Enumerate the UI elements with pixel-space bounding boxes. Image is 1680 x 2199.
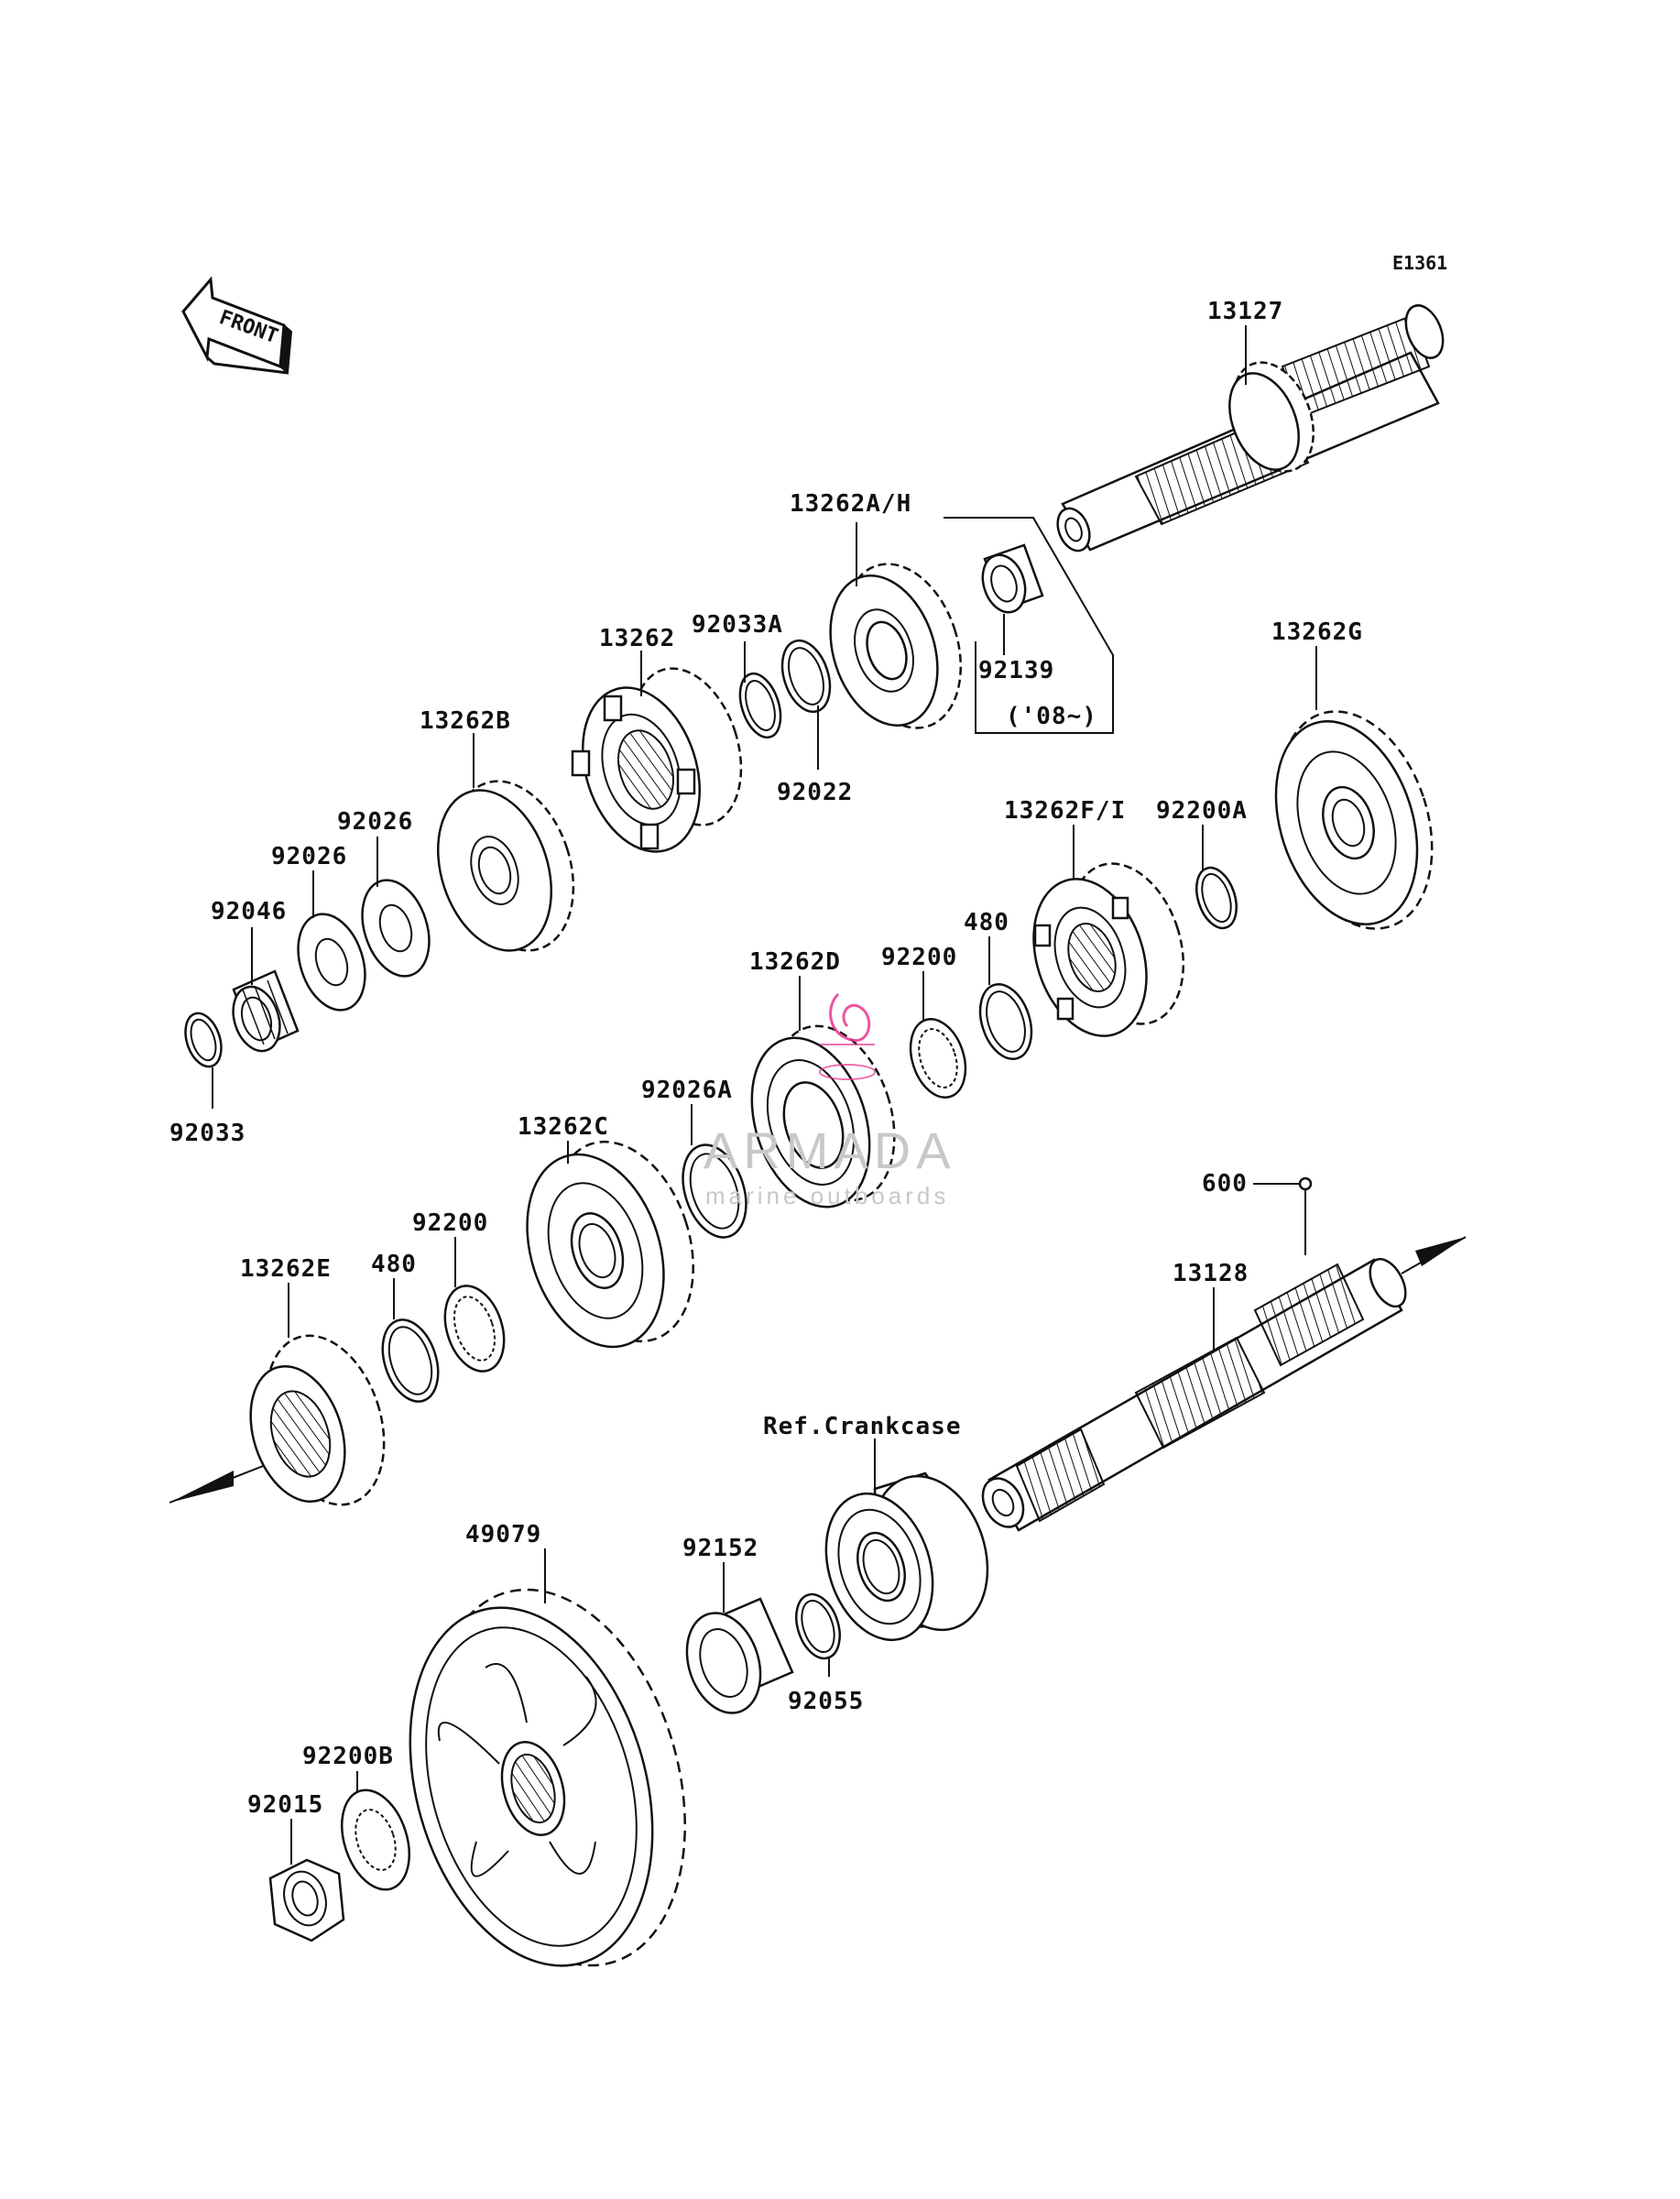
label-92022: 92022 bbox=[777, 779, 853, 806]
gear-13262e bbox=[169, 1334, 386, 1506]
washer-92026-a bbox=[361, 879, 431, 978]
label-92015: 92015 bbox=[247, 1791, 323, 1819]
gear-13262c bbox=[526, 1140, 694, 1349]
label-13262: 13262 bbox=[599, 625, 675, 652]
label-92033: 92033 bbox=[169, 1120, 245, 1147]
snap-ring-92033 bbox=[184, 1012, 223, 1068]
label-13262ah: 13262A/H bbox=[790, 490, 911, 518]
label-13262c: 13262C bbox=[518, 1113, 609, 1141]
label-92055: 92055 bbox=[788, 1688, 864, 1715]
o-ring-92055 bbox=[795, 1592, 841, 1660]
diagram-code: E1361 bbox=[1392, 252, 1447, 274]
label-49079: 49079 bbox=[465, 1521, 541, 1548]
year-note: ('08~) bbox=[1006, 703, 1097, 730]
label-92200-upper: 92200 bbox=[881, 944, 957, 971]
washer-92026a bbox=[682, 1143, 747, 1239]
upper-shaft-13127 bbox=[1056, 304, 1445, 552]
ball-bearing-crankcase bbox=[824, 1471, 989, 1642]
collar-92152 bbox=[685, 1597, 794, 1714]
ring-92033a bbox=[738, 672, 782, 739]
label-92200a: 92200A bbox=[1156, 797, 1248, 825]
label-92046: 92046 bbox=[211, 898, 287, 925]
part-labels: 13127 13262A/H 92139 13262 92033A 92022 … bbox=[169, 298, 1363, 1819]
gear-13262 bbox=[571, 667, 743, 853]
label-13262e: 13262E bbox=[240, 1255, 332, 1283]
bushing-92139 bbox=[944, 517, 1114, 734]
label-480-upper: 480 bbox=[964, 909, 1009, 936]
front-arrow-icon: FRONT bbox=[181, 276, 293, 376]
label-13127: 13127 bbox=[1207, 298, 1283, 325]
washer-92026-b bbox=[297, 913, 366, 1012]
splined-washer-92200-a bbox=[909, 1018, 967, 1099]
gear-13262b bbox=[436, 780, 575, 952]
label-92200b: 92200B bbox=[302, 1743, 394, 1770]
reference-label: Ref.Crankcase bbox=[763, 1413, 962, 1440]
gear-49079 bbox=[409, 1588, 686, 1967]
label-13262b: 13262B bbox=[420, 707, 511, 735]
label-600: 600 bbox=[1202, 1170, 1248, 1198]
watermark: ARMADA marine outboards bbox=[704, 992, 956, 1209]
washer-92200b bbox=[341, 1789, 410, 1891]
circlip-480-a bbox=[978, 983, 1033, 1060]
label-92026-upper: 92026 bbox=[337, 808, 413, 836]
bearing-92046 bbox=[232, 969, 300, 1053]
label-13262d: 13262D bbox=[749, 948, 841, 976]
label-480-lower: 480 bbox=[371, 1251, 417, 1278]
ring-92200a bbox=[1195, 866, 1238, 930]
watermark-logo-icon bbox=[819, 992, 876, 1080]
gear-13262fi bbox=[1032, 862, 1185, 1037]
nut-92015 bbox=[268, 1858, 345, 1942]
circlip-480-b bbox=[381, 1318, 440, 1403]
label-13262fi: 13262F/I bbox=[1004, 797, 1126, 825]
label-92152: 92152 bbox=[682, 1535, 758, 1562]
label-92026a: 92026A bbox=[641, 1077, 733, 1104]
label-13128: 13128 bbox=[1173, 1260, 1249, 1287]
label-92139: 92139 bbox=[978, 657, 1054, 684]
watermark-brand: ARMADA bbox=[704, 1121, 956, 1179]
gear-13262d bbox=[750, 1024, 896, 1209]
label-92200-lower: 92200 bbox=[412, 1209, 488, 1237]
label-92026-lower: 92026 bbox=[271, 843, 347, 870]
label-92033a: 92033A bbox=[692, 611, 783, 639]
leader-lines bbox=[212, 325, 1317, 1865]
ring-92022 bbox=[780, 639, 832, 714]
gear-13262ah bbox=[829, 563, 963, 729]
lower-shaft-13128 bbox=[981, 1176, 1467, 1532]
watermark-tagline: marine outboards bbox=[705, 1182, 949, 1209]
label-13262g: 13262G bbox=[1271, 618, 1363, 646]
gear-13262g bbox=[1274, 710, 1434, 930]
splined-washer-92200-b bbox=[443, 1285, 506, 1373]
